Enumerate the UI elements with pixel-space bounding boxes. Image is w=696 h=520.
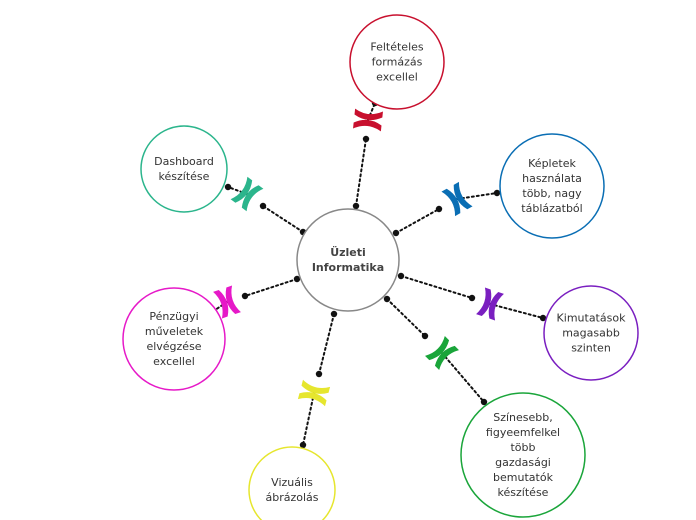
anchor-dot-szinesebb-node bbox=[480, 398, 488, 406]
link-vizualis-inner bbox=[318, 313, 335, 375]
connector-szinesebb bbox=[425, 336, 459, 370]
anchor-dot-penzugyi-mid bbox=[241, 292, 249, 300]
connector-vizualis bbox=[297, 379, 331, 407]
anchor-dot-kepletek-node bbox=[493, 189, 501, 197]
anchor-dot-szinesebb-mid bbox=[421, 332, 429, 340]
link-dashboard-outer bbox=[227, 186, 248, 195]
link-kimutatasok-outer bbox=[489, 303, 544, 319]
connector-kimutatasok-right bbox=[488, 291, 504, 321]
node-circle-kepletek[interactable] bbox=[499, 133, 605, 239]
anchor-dot-szinesebb-center bbox=[383, 295, 391, 303]
link-penzugyi-inner bbox=[244, 278, 298, 297]
connector-szinesebb-left bbox=[425, 336, 450, 361]
node-label-dashboard: Dashboard készítése bbox=[154, 155, 214, 183]
center-node-label: Üzleti Informatika bbox=[311, 246, 385, 274]
connector-felteteles-left bbox=[353, 119, 382, 132]
anchor-dot-dashboard-mid bbox=[259, 202, 267, 210]
center-node-circle[interactable] bbox=[296, 208, 400, 312]
link-felteteles-inner bbox=[355, 138, 367, 207]
connector-penzugyi-right bbox=[213, 289, 229, 319]
connector-kepletek bbox=[441, 181, 473, 217]
node-label-kimutatasok: Kimutatások magasabb szinten bbox=[556, 311, 626, 355]
connector-dashboard-left bbox=[241, 185, 264, 212]
anchor-dot-vizualis-mid bbox=[315, 370, 323, 378]
node-label-vizualis: Vizuális ábrázolás bbox=[265, 476, 319, 504]
connector-vizualis-left bbox=[301, 379, 331, 394]
link-kimutatasok-inner bbox=[400, 275, 473, 299]
anchor-dot-kimutatasok-node bbox=[539, 314, 547, 322]
anchor-dot-kepletek-mid bbox=[435, 205, 443, 213]
connector-kimutatasok-left bbox=[476, 287, 492, 317]
anchor-dot-felteteles-mid bbox=[362, 135, 370, 143]
node-circle-szinesebb[interactable] bbox=[460, 392, 586, 518]
link-dashboard-inner bbox=[262, 205, 304, 233]
node-circle-dashboard[interactable] bbox=[140, 125, 228, 213]
connector-kimutatasok bbox=[476, 287, 504, 321]
connector-penzugyi bbox=[213, 285, 241, 319]
node-label-szinesebb: Színesebb, figyeemfelkel több gazdasági … bbox=[485, 411, 561, 499]
link-kepletek-inner bbox=[395, 208, 440, 234]
anchor-dot-vizualis-center bbox=[330, 310, 338, 318]
connector-szinesebb-right bbox=[434, 345, 459, 370]
node-circle-kimutatasok[interactable] bbox=[543, 285, 639, 381]
anchor-dot-vizualis-node bbox=[299, 441, 307, 449]
link-vizualis-outer bbox=[302, 392, 315, 446]
connector-vizualis-right bbox=[297, 392, 327, 407]
connector-kepletek-left bbox=[441, 188, 461, 217]
node-circle-felteteles[interactable] bbox=[349, 14, 445, 110]
link-szinesebb-inner bbox=[386, 298, 426, 337]
node-label-felteteles: Feltételes formázás excellel bbox=[370, 40, 424, 84]
node-circle-vizualis[interactable] bbox=[248, 446, 336, 520]
connector-dashboard bbox=[230, 176, 264, 212]
anchor-dot-kepletek-center bbox=[392, 229, 400, 237]
connector-penzugyi-left bbox=[225, 285, 241, 315]
connector-dashboard-right bbox=[230, 176, 253, 203]
connector-felteteles-right bbox=[354, 108, 383, 121]
node-circle-penzugyi[interactable] bbox=[122, 287, 226, 391]
link-szinesebb-outer bbox=[441, 352, 485, 403]
anchor-dot-kimutatasok-center bbox=[397, 272, 405, 280]
anchor-dot-felteteles-center bbox=[352, 202, 360, 210]
anchor-dot-penzugyi-center bbox=[293, 275, 301, 283]
node-label-kepletek: Képletek használata több, nagy táblázatb… bbox=[521, 157, 583, 215]
anchor-dot-kimutatasok-mid bbox=[468, 294, 476, 302]
node-label-penzugyi: Pénzügyi műveletek elvégzése excellel bbox=[144, 310, 204, 368]
connector-felteteles bbox=[353, 108, 383, 132]
link-kepletek-outer bbox=[456, 192, 498, 200]
anchor-dot-dashboard-node bbox=[224, 183, 232, 191]
connector-kepletek-right bbox=[453, 181, 473, 210]
